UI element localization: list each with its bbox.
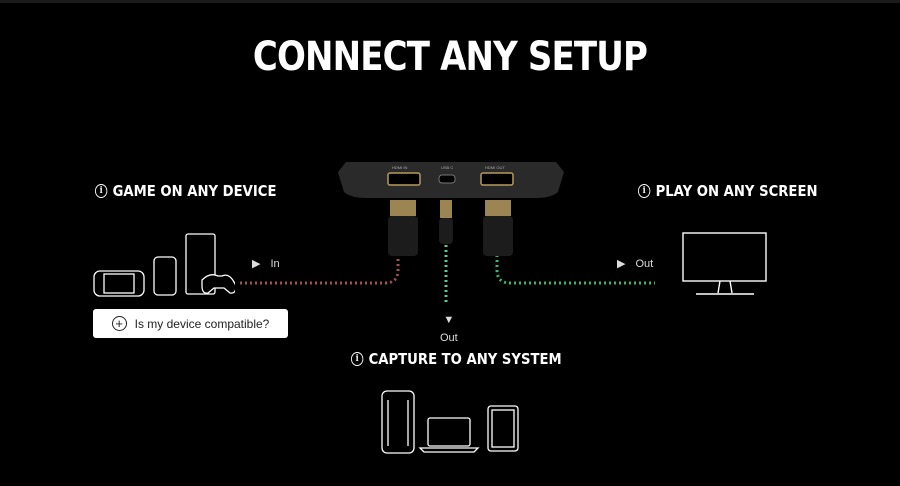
- flow-in-label: In: [270, 257, 280, 270]
- flow-out-right: ▶ Out: [617, 257, 654, 271]
- laptop-icon: [418, 417, 480, 453]
- capture-systems-icons: [381, 390, 519, 454]
- tablet-icon: [487, 405, 519, 452]
- section-play[interactable]: i PLAY ON ANY SCREEN: [638, 182, 818, 200]
- down-arrow-icon: ▼: [443, 314, 455, 326]
- info-icon[interactable]: i: [95, 184, 108, 198]
- port-label-usb-c: USB C: [441, 165, 454, 170]
- info-icon[interactable]: i: [351, 352, 364, 366]
- section-capture[interactable]: i CAPTURE TO ANY SYSTEM: [351, 350, 562, 368]
- gamepad-icon: [201, 274, 235, 294]
- section-play-label: PLAY ON ANY SCREEN: [655, 182, 818, 200]
- capture-device: [338, 162, 564, 256]
- play-arrow-icon: ▶: [252, 258, 261, 270]
- plus-circle-icon: +: [111, 316, 127, 331]
- section-game-label: GAME ON ANY DEVICE: [112, 182, 277, 200]
- port-label-hdmi-out: HDMI OUT: [485, 165, 505, 170]
- console-tower-icon: [185, 233, 216, 295]
- port-label-hdmi-in: HDMI IN: [392, 165, 408, 170]
- play-arrow-icon: ▶: [617, 258, 626, 270]
- section-game[interactable]: i GAME ON ANY DEVICE: [95, 182, 276, 200]
- pc-tower-icon: [381, 390, 415, 454]
- section-capture-label: CAPTURE TO ANY SYSTEM: [368, 350, 562, 368]
- flow-out-label: Out: [635, 257, 654, 270]
- monitor-icon: [682, 232, 767, 295]
- flow-out-down-label: Out: [440, 332, 458, 344]
- flow-in: ▶ In: [252, 257, 280, 271]
- flow-out-down: ▼ Out: [440, 314, 458, 344]
- phone-icon: [153, 256, 177, 296]
- handheld-console-icon: [93, 270, 145, 297]
- top-bar: [0, 0, 900, 3]
- compatibility-button-label: Is my device compatible?: [134, 316, 270, 331]
- info-icon[interactable]: i: [638, 184, 651, 198]
- page-title: CONNECT ANY SETUP: [252, 34, 648, 80]
- gaming-devices-icons: [93, 233, 235, 297]
- compatibility-button[interactable]: + Is my device compatible?: [93, 309, 288, 338]
